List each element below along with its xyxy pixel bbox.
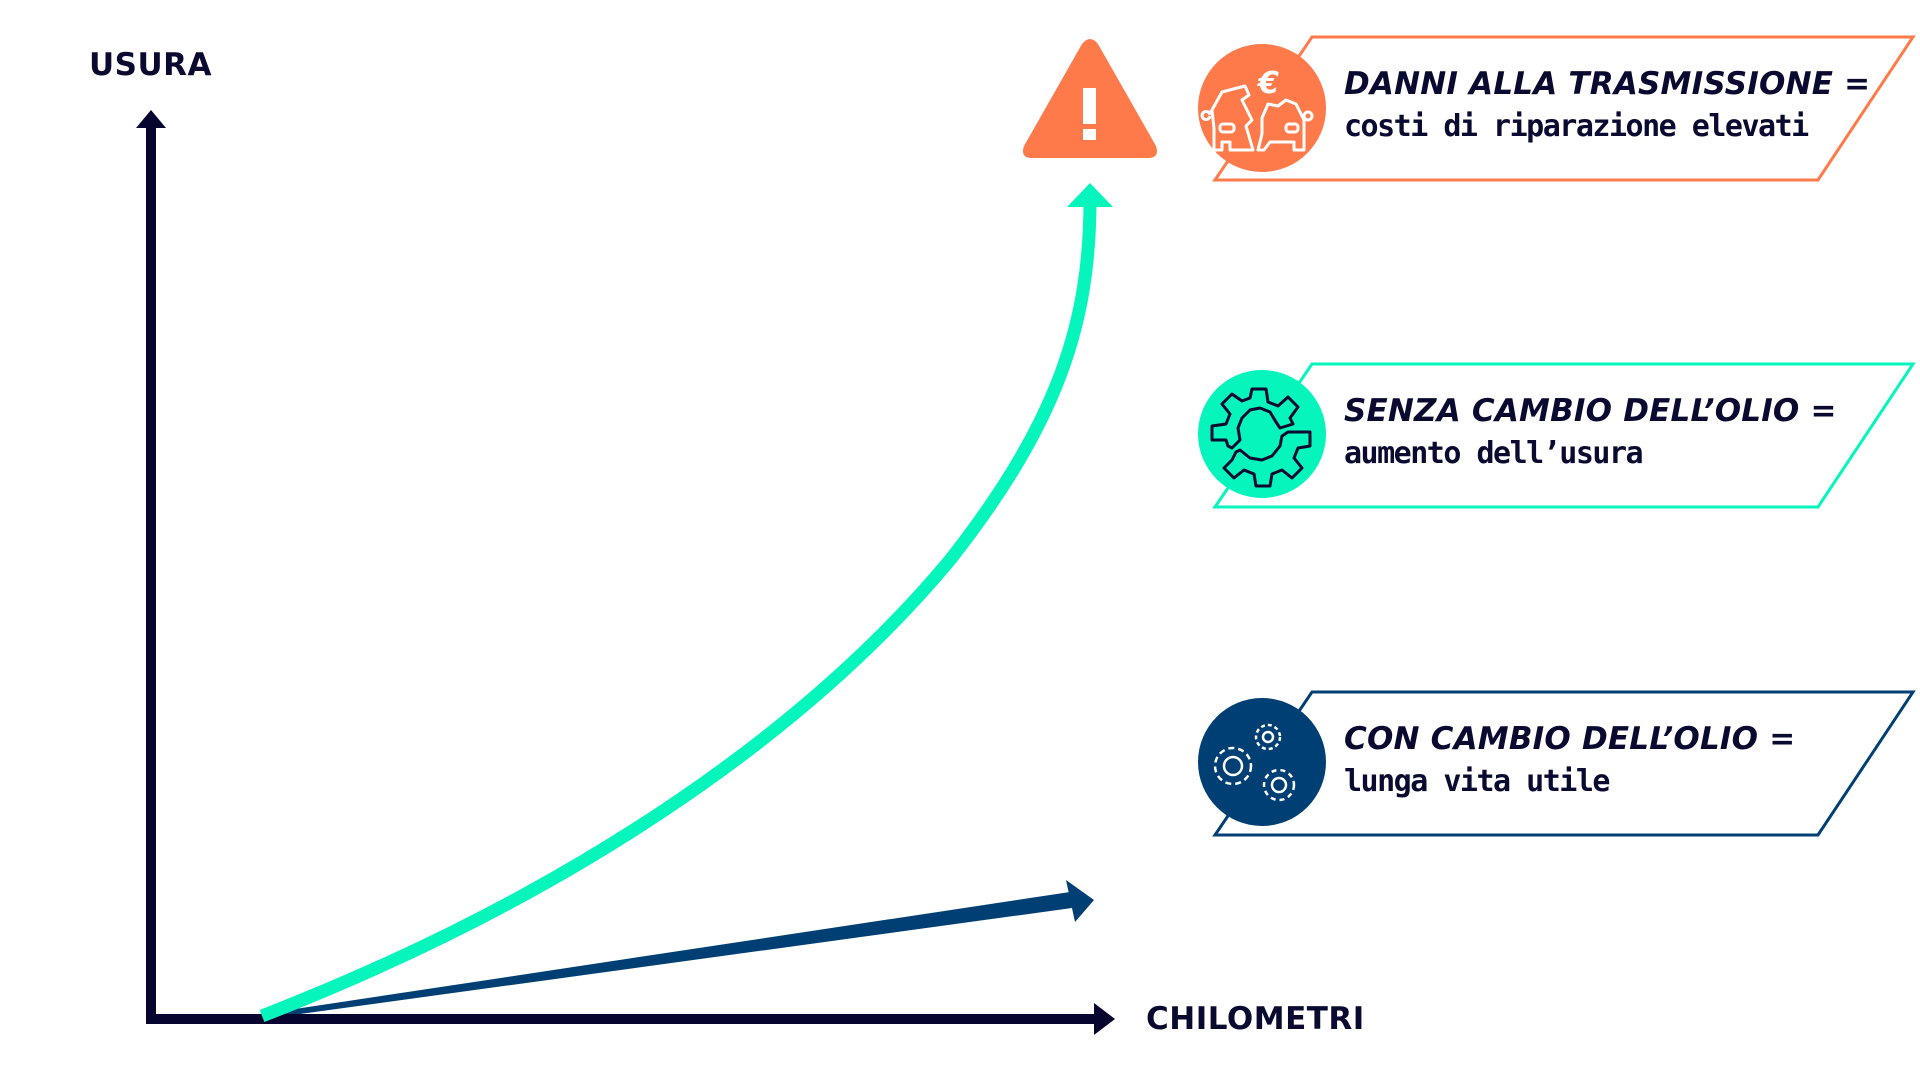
series-with-oil-change (262, 880, 1094, 1014)
y-axis (136, 110, 166, 1024)
gears-icon (1213, 723, 1296, 802)
card-damage-text: DANNI ALLA TRASMISSIONE = costi di ripar… (1344, 64, 1871, 150)
y-axis-arrow-icon (136, 110, 166, 128)
x-axis-label: CHILOMETRI (1146, 1001, 1365, 1037)
series-without-oil-change (259, 183, 1113, 1023)
card-subtitle: costi di riparazione elevati (1344, 109, 1809, 144)
broken-gear-icon (1210, 387, 1312, 488)
green-arrow-head-icon (1067, 183, 1113, 207)
card-no-oil-change-text: SENZA CAMBIO DELL’OLIO = aumento dell’us… (1344, 391, 1864, 477)
card-title: CON CAMBIO DELL’OLIO = (1344, 721, 1796, 757)
card-subtitle: aumento dell’usura (1344, 436, 1644, 471)
x-axis-arrow-icon (1094, 1003, 1115, 1035)
svg-text:€: € (1256, 66, 1279, 101)
card-no-oil-change (1198, 362, 1916, 509)
warning-triangle-icon (1023, 39, 1157, 158)
card-title: SENZA CAMBIO DELL’OLIO = (1344, 393, 1837, 429)
x-axis (146, 1003, 1115, 1035)
card-title: DANNI ALLA TRASMISSIONE = (1344, 66, 1871, 102)
blue-arrow-head-icon (1066, 880, 1094, 922)
card-subtitle: lunga vita utile (1344, 764, 1610, 799)
card-oil-change (1198, 690, 1916, 837)
card-damage: € (1198, 35, 1916, 182)
broken-car-euro-icon: € (1200, 66, 1314, 152)
y-axis-label: USURA (89, 47, 213, 83)
card-oil-change-text: CON CAMBIO DELL’OLIO = lunga vita utile (1344, 719, 1864, 805)
